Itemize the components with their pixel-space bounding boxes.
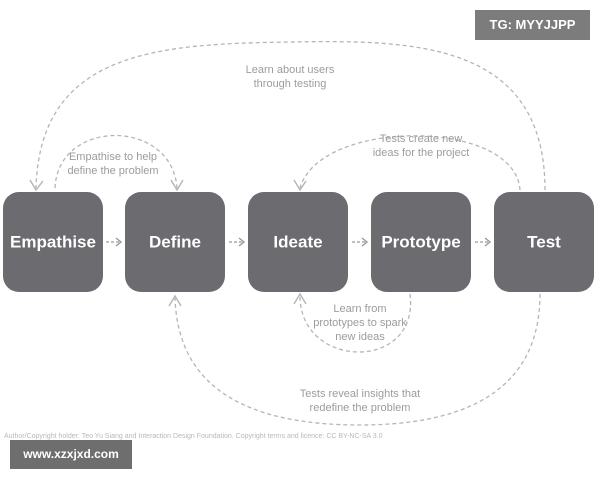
stage-empathise: Empathise bbox=[3, 192, 103, 292]
stage-prototype-label: Prototype bbox=[381, 232, 460, 251]
stage-define-label: Define bbox=[149, 232, 201, 251]
tg-watermark-badge: TG: MYYJJPP bbox=[475, 10, 590, 40]
note-learn-from-prototypes-line-1: Learn from bbox=[333, 303, 386, 315]
stage-test-label: Test bbox=[527, 232, 561, 251]
loop-test-to-empathise-arrowhead bbox=[29, 179, 44, 192]
note-tests-create-new-ideas: Tests create new ideas for the project bbox=[373, 133, 470, 159]
stage-ideate-label: Ideate bbox=[273, 232, 322, 251]
note-learn-about-users-line-2: through testing bbox=[254, 78, 327, 90]
copyright-credit: Author/Copyright holder: Teo Yu Siang an… bbox=[4, 433, 383, 440]
note-learn-from-prototypes-line-3: new ideas bbox=[335, 331, 385, 343]
flow-arrow-define-ideate bbox=[229, 237, 246, 247]
note-learn-from-prototypes: Learn from prototypes to spark new ideas bbox=[313, 303, 407, 343]
stage-empathise-label: Empathise bbox=[10, 232, 96, 251]
loop-empathise-to-define bbox=[54, 134, 178, 189]
loop-test-to-define-arrowhead bbox=[168, 294, 182, 307]
flow-arrow-empathise-define bbox=[106, 237, 123, 247]
loop-prototype-to-ideate bbox=[299, 293, 412, 353]
note-tests-create-line-1: Tests create new bbox=[380, 133, 463, 145]
stage-ideate: Ideate bbox=[248, 192, 348, 292]
note-learn-about-users-line-1: Learn about users bbox=[246, 64, 335, 76]
note-tests-reveal-line-2: redefine the problem bbox=[310, 402, 411, 414]
note-learn-about-users: Learn about users through testing bbox=[246, 64, 335, 90]
stage-prototype: Prototype bbox=[371, 192, 471, 292]
note-empathise-to-help-line-1: Empathise to help bbox=[69, 151, 157, 163]
note-learn-from-prototypes-line-2: prototypes to spark bbox=[313, 317, 407, 329]
note-empathise-to-help: Empathise to help define the problem bbox=[67, 151, 158, 177]
flow-arrow-prototype-test bbox=[475, 237, 492, 247]
stage-define: Define bbox=[125, 192, 225, 292]
site-watermark-badge: www.xzxjxd.com bbox=[10, 440, 132, 469]
loop-empathise-to-define-arrowhead bbox=[170, 179, 184, 192]
note-tests-reveal-insights: Tests reveal insights that redefine the … bbox=[300, 388, 420, 414]
loop-test-to-define bbox=[174, 293, 541, 426]
note-empathise-to-help-line-2: define the problem bbox=[67, 165, 158, 177]
loop-test-to-ideate-arrowhead bbox=[293, 179, 307, 192]
flow-arrow-ideate-prototype bbox=[352, 237, 369, 247]
loop-prototype-to-ideate-arrowhead bbox=[293, 292, 307, 305]
note-tests-create-line-2: ideas for the project bbox=[373, 147, 470, 159]
loop-test-to-empathise bbox=[35, 40, 546, 191]
loop-test-to-ideate bbox=[299, 135, 521, 191]
stage-test: Test bbox=[494, 192, 594, 292]
note-tests-reveal-line-1: Tests reveal insights that bbox=[300, 388, 420, 400]
